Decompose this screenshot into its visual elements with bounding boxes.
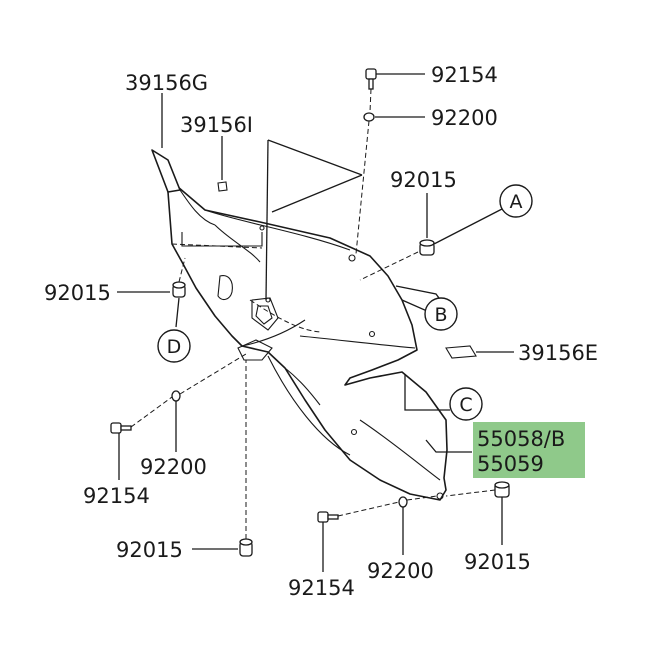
collar-92015-left[interactable]	[172, 281, 186, 298]
part-92200-bottom[interactable]: 92200	[367, 559, 434, 583]
bolt-92154-left[interactable]	[110, 422, 132, 434]
part-92200-top[interactable]: 92200	[431, 106, 498, 130]
part-55059[interactable]: 55059	[477, 452, 544, 476]
collar-92015-bottom-right[interactable]	[494, 481, 510, 498]
callout-a[interactable]: A	[499, 184, 533, 218]
callout-d-label: D	[167, 336, 182, 358]
washer-92200-bottom[interactable]	[398, 496, 408, 508]
callout-c-label: C	[459, 394, 472, 416]
part-92015-bottom-right[interactable]: 92015	[464, 550, 531, 574]
callout-a-label: A	[510, 191, 523, 213]
part-92200-left[interactable]: 92200	[140, 455, 207, 479]
washer-92200-top[interactable]	[363, 112, 375, 122]
decal-39156i	[217, 181, 228, 192]
bolt-92154-bottom[interactable]	[317, 511, 339, 523]
washer-92200-left[interactable]	[171, 390, 181, 402]
decal-39156e	[445, 345, 477, 359]
collar-92015-right[interactable]	[419, 239, 435, 256]
part-92154-top[interactable]: 92154	[431, 63, 498, 87]
highlight-box[interactable]	[473, 422, 585, 478]
side-cowling-panel[interactable]	[151, 149, 448, 501]
callout-b-label: B	[434, 304, 447, 326]
part-92154-left[interactable]: 92154	[83, 484, 150, 508]
leader-lines	[117, 73, 514, 572]
part-39156i[interactable]: 39156I	[180, 113, 253, 137]
part-92015-bottom-left[interactable]: 92015	[116, 538, 183, 562]
part-55058b[interactable]: 55058/B	[477, 427, 565, 451]
callout-d[interactable]: D	[157, 329, 191, 363]
part-92154-bottom[interactable]: 92154	[288, 576, 355, 600]
callout-b[interactable]: B	[424, 297, 458, 331]
part-39156e[interactable]: 39156E	[518, 341, 598, 365]
bolt-92154-top[interactable]	[365, 68, 377, 90]
part-39156g[interactable]: 39156G	[125, 71, 208, 95]
part-92015-right[interactable]: 92015	[390, 168, 457, 192]
part-92015-left[interactable]: 92015	[44, 281, 111, 305]
callout-c[interactable]: C	[449, 387, 483, 421]
collar-92015-bottom-left[interactable]	[239, 538, 253, 557]
